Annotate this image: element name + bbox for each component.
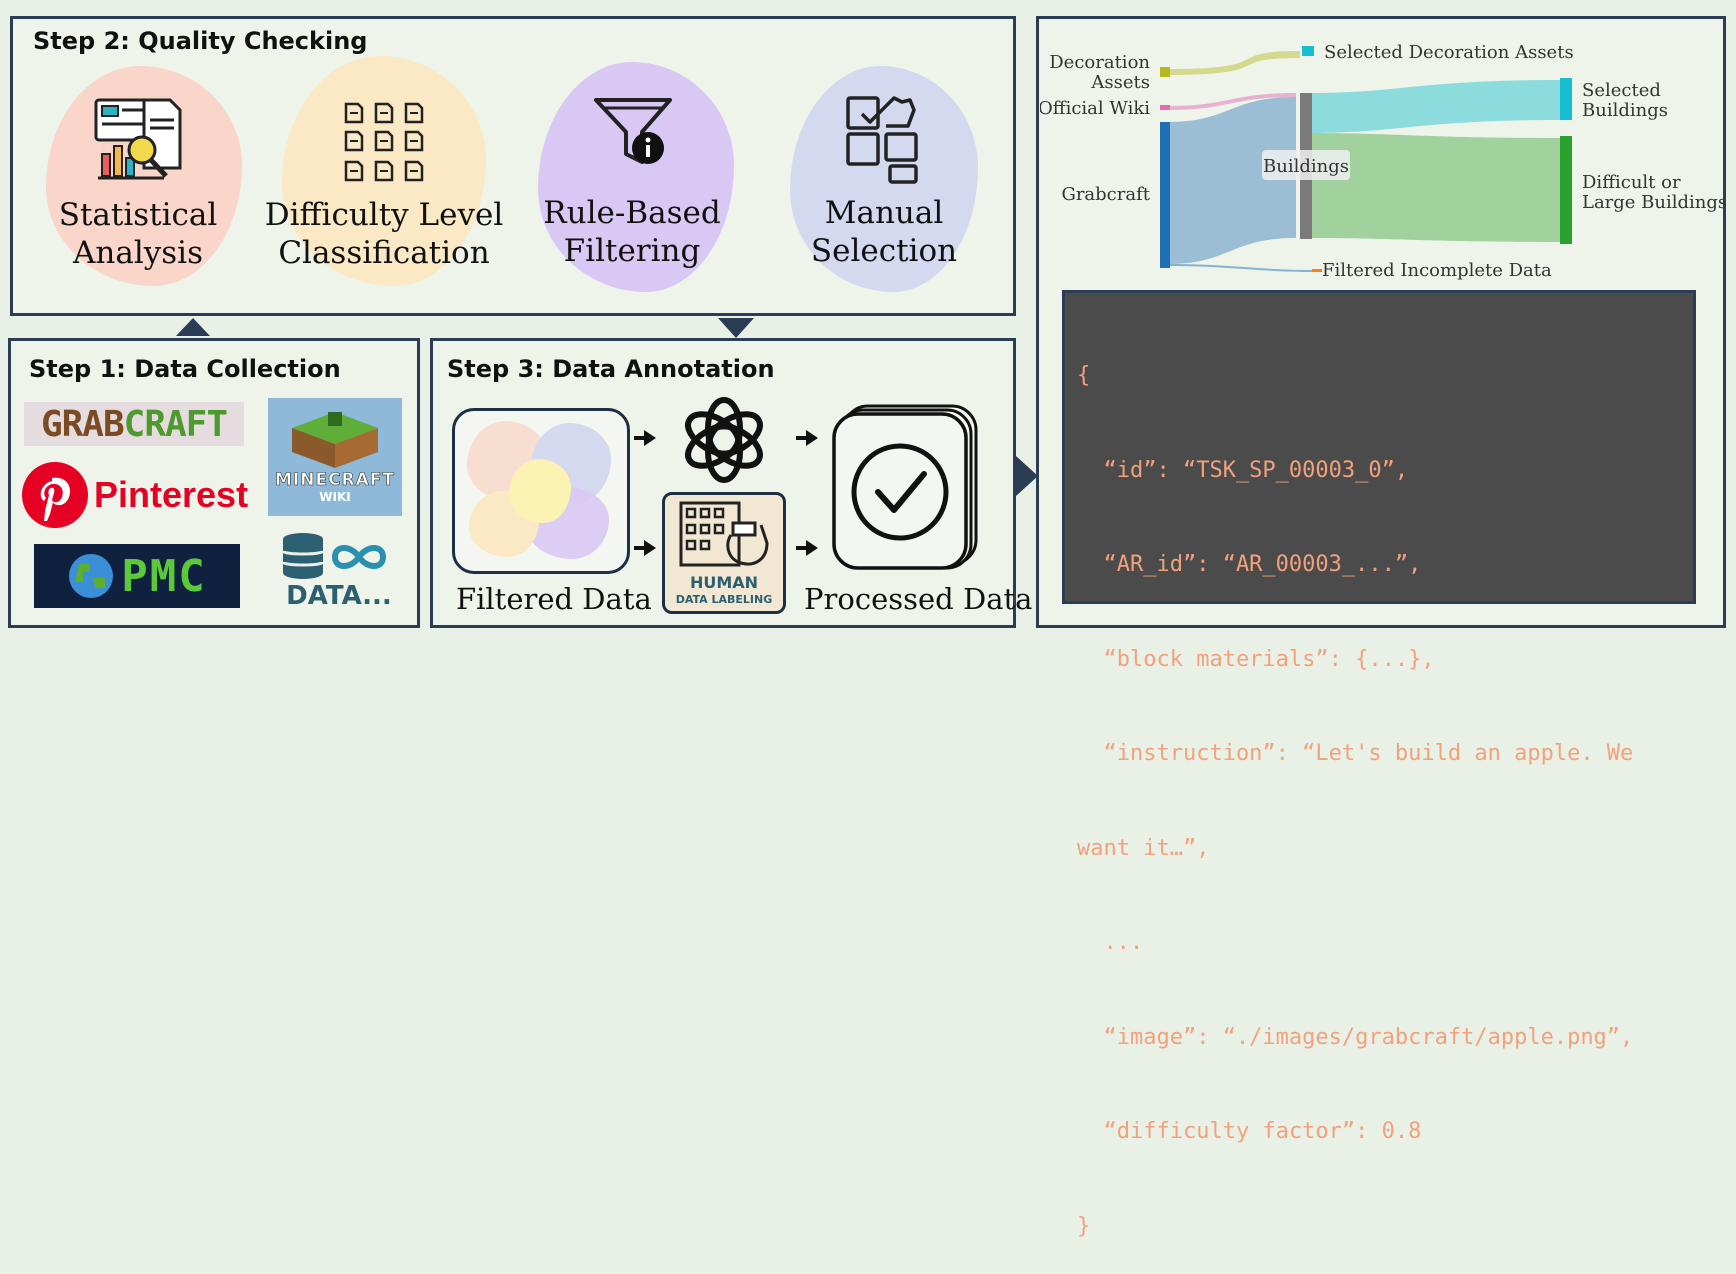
node-official-wiki (1160, 105, 1170, 110)
flow-decoration-to-selected (1168, 51, 1300, 75)
step1-title: Step 1: Data Collection (29, 355, 341, 383)
node-filtered-incomplete (1312, 269, 1322, 272)
processed-data-icon (832, 404, 978, 570)
wiki-text: WIKI (319, 490, 351, 504)
code-line: “block materials”: {...}, (1077, 646, 1435, 672)
code-line: want it…”, (1077, 835, 1210, 861)
manual-selection-blob (790, 66, 978, 292)
processed-data-label: Processed Data (804, 582, 1033, 616)
code-line: ... (1077, 930, 1144, 955)
arrow-from-ai-icon (796, 430, 818, 446)
code-line: “instruction”: “Let's build an apple. We (1077, 741, 1634, 766)
pmc-logo: PMC (34, 544, 240, 608)
arrow-to-ai-icon (634, 430, 656, 446)
label-decoration-assets-2: Assets (1090, 72, 1150, 93)
minecraft-text: MINECRAFT (274, 470, 395, 491)
label-difficult-2: Large Buildings (1582, 192, 1724, 213)
sankey-diagram: Decoration Assets Official Wiki Grabcraf… (1040, 42, 1724, 281)
data-logo: DATA... (272, 524, 406, 618)
step2-title: Step 2: Quality Checking (33, 27, 368, 55)
node-grabcraft (1160, 122, 1170, 268)
label-filtered-incomplete: Filtered Incomplete Data (1322, 260, 1552, 281)
flow-grabcraft-to-buildings (1168, 97, 1296, 264)
label-official-wiki: Official Wiki (1040, 98, 1150, 119)
pmc-text: PMC (121, 550, 207, 602)
database-infinity-icon (281, 533, 387, 579)
node-difficult-buildings (1560, 136, 1572, 244)
flow-buildings-to-selected (1310, 80, 1560, 133)
filtered-data-label: Filtered Data (456, 582, 652, 616)
human-label-line2: DATA LABELING (675, 593, 773, 606)
step3-to-output-arrow (1016, 456, 1038, 496)
step1-to-step2-arrow (176, 318, 210, 336)
label-decoration-assets: Decoration (1049, 52, 1150, 73)
code-line: “image”: “./images/grabcraft/apple.png”, (1077, 1024, 1634, 1050)
code-line: “difficulty factor”: 0.8 (1077, 1119, 1422, 1144)
pinterest-text: Pinterest (94, 474, 249, 515)
checklist-hand-icon (679, 501, 769, 567)
label-grabcraft: Grabcraft (1061, 184, 1150, 205)
filtered-blob-yellow (509, 459, 571, 523)
label-buildings-bg (1262, 150, 1350, 180)
label-selected-buildings-2: Buildings (1582, 100, 1668, 121)
filter-icon (594, 98, 672, 164)
filtered-data-box (452, 408, 630, 574)
minecraft-block-icon (292, 412, 378, 468)
pinterest-icon (22, 462, 88, 528)
json-sample-block: { “id”: “TSK_SP_00003_0”, “AR_id”: “AR_0… (1062, 290, 1696, 1239)
flow-buildings-to-difficult (1310, 133, 1560, 242)
documents-grid-icon (344, 102, 424, 182)
flow-wiki-to-buildings (1168, 93, 1296, 110)
arrow-from-human-icon (796, 540, 818, 556)
arrow-to-human-icon (634, 540, 656, 556)
code-line: “AR_id”: “AR_00003_...”, (1077, 552, 1422, 577)
label-selected-decoration: Selected Decoration Assets (1324, 42, 1574, 63)
code-line: “id”: “TSK_SP_00003_0”, (1077, 457, 1409, 483)
label-selected-buildings-1: Selected (1582, 80, 1661, 101)
openai-knot-icon (685, 397, 763, 483)
step2-to-step3-arrow (718, 318, 754, 338)
human-labeling-card: HUMAN DATA LABELING (662, 492, 786, 614)
pinterest-logo: Pinterest (22, 462, 258, 528)
code-line: { (1077, 363, 1091, 388)
human-label-line1: HUMAN (689, 573, 759, 592)
step3-title: Step 3: Data Annotation (447, 355, 775, 383)
node-selected-buildings (1560, 78, 1572, 120)
hand-selection-icon (846, 96, 918, 184)
node-selected-decoration (1302, 46, 1314, 56)
minecraft-wiki-logo: MINECRAFT WIKI (268, 398, 402, 516)
code-line: } (1077, 1213, 1091, 1239)
node-decoration-assets (1160, 67, 1170, 77)
statistics-icon (94, 98, 182, 180)
globe-icon (69, 554, 114, 598)
flow-grabcraft-to-filtered (1168, 264, 1312, 272)
data-text: DATA... (286, 581, 392, 611)
label-difficult-1: Difficult or (1582, 172, 1681, 193)
label-buildings: Buildings (1263, 156, 1349, 177)
